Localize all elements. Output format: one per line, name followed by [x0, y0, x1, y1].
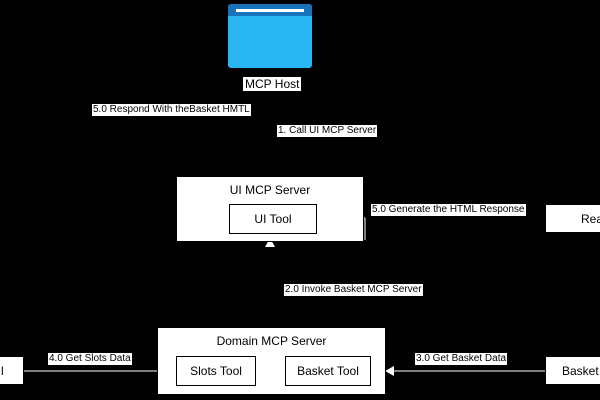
basket-tool-box[interactable]: Basket Tool — [285, 356, 371, 386]
edge-label-step5-respond: 5.0 Respond With theBasket HMTL — [92, 104, 251, 116]
left-partial-box[interactable]: l — [0, 356, 24, 385]
arrowhead-into-ui-tool-bottom — [265, 238, 275, 247]
mcp-host-label: MCP Host — [243, 77, 302, 91]
ui-tool-box[interactable]: UI Tool — [229, 204, 317, 234]
react-partial-box[interactable]: Rea — [545, 204, 600, 233]
edge-label-step5-generate: 5.0 Generate the HTML Response — [371, 204, 526, 216]
edge-label-step2: 2.0 Invoke Basket MCP Server — [284, 284, 423, 296]
edge-label-step1: 1. Call UI MCP Server — [277, 125, 378, 137]
browser-window-icon[interactable] — [228, 4, 312, 68]
ui-mcp-server-title: UI MCP Server — [229, 183, 311, 197]
domain-mcp-server-title: Domain MCP Server — [216, 334, 327, 348]
edge-label-step3: 3.0 Get Basket Data — [415, 353, 508, 365]
domain-mcp-server-box[interactable]: Domain MCP Server Slots Tool Basket Tool — [157, 327, 386, 395]
basket-api-partial-box[interactable]: Basket A — [545, 356, 600, 385]
ui-mcp-server-box[interactable]: UI MCP Server UI Tool — [176, 176, 364, 242]
slots-tool-box[interactable]: Slots Tool — [176, 356, 256, 386]
edge-label-step4: 4.0 Get Slots Data — [48, 353, 132, 365]
